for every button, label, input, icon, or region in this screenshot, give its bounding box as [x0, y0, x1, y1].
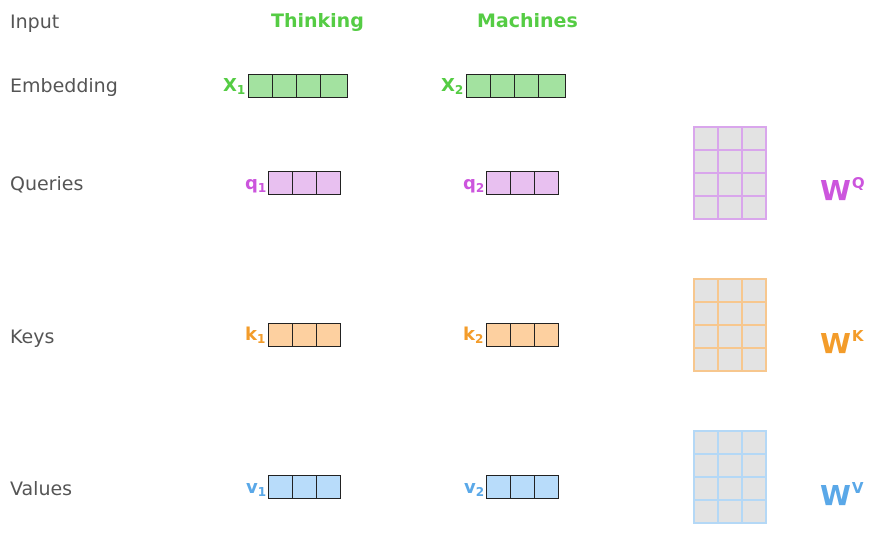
matrix-cell: [719, 128, 741, 149]
query-label-1: q1: [245, 173, 267, 195]
matrix-cell: [695, 432, 717, 453]
vector-cell: [268, 475, 293, 499]
matrix-cell: [743, 197, 765, 218]
row-label-queries: Queries: [10, 173, 84, 195]
vector-cell: [320, 74, 348, 98]
matrix-cell: [719, 151, 741, 172]
matrix-cell: [743, 349, 765, 370]
matrix-cell: [743, 326, 765, 347]
key-vector-1: [268, 323, 341, 347]
embedding-vector-1: [248, 74, 348, 98]
value-weight-matrix: [693, 430, 767, 524]
vector-cell: [486, 171, 511, 195]
query-vector-2: [486, 171, 559, 195]
matrix-cell: [695, 303, 717, 324]
value-vector-2: [486, 475, 559, 499]
matrix-cell: [719, 432, 741, 453]
vector-cell: [514, 74, 539, 98]
vector-cell: [534, 323, 559, 347]
vector-cell: [490, 74, 515, 98]
input-word-2: Machines: [477, 10, 578, 32]
embedding-vector-2: [466, 74, 566, 98]
row-label-keys: Keys: [10, 326, 55, 348]
vector-cell: [296, 74, 321, 98]
row-label-input: Input: [10, 11, 60, 33]
vector-cell: [292, 323, 317, 347]
matrix-cell: [743, 128, 765, 149]
input-word-1: Thinking: [271, 10, 364, 32]
vector-cell: [292, 171, 317, 195]
matrix-cell: [695, 280, 717, 301]
matrix-cell: [743, 174, 765, 195]
row-label-embedding: Embedding: [10, 75, 118, 97]
matrix-cell: [695, 151, 717, 172]
matrix-cell: [695, 349, 717, 370]
embedding-label-2: X2: [441, 75, 464, 97]
matrix-cell: [743, 151, 765, 172]
value-label-1: v1: [246, 477, 267, 499]
matrix-cell: [743, 303, 765, 324]
key-label-2: k2: [463, 324, 484, 346]
matrix-cell: [719, 326, 741, 347]
vector-cell: [272, 74, 297, 98]
vector-cell: [466, 74, 491, 98]
value-vector-1: [268, 475, 341, 499]
matrix-cell: [695, 174, 717, 195]
vector-cell: [292, 475, 317, 499]
matrix-cell: [719, 280, 741, 301]
query-label-2: q2: [463, 173, 485, 195]
matrix-cell: [719, 478, 741, 499]
matrix-cell: [719, 197, 741, 218]
row-label-values: Values: [10, 478, 73, 500]
key-label-1: k1: [245, 324, 266, 346]
vector-cell: [486, 475, 511, 499]
matrix-cell: [719, 174, 741, 195]
matrix-cell: [743, 280, 765, 301]
matrix-cell: [695, 326, 717, 347]
matrix-cell: [719, 455, 741, 476]
matrix-cell: [695, 455, 717, 476]
vector-cell: [486, 323, 511, 347]
vector-cell: [316, 475, 341, 499]
matrix-cell: [719, 349, 741, 370]
value-label-2: v2: [464, 477, 485, 499]
matrix-cell: [695, 197, 717, 218]
vector-cell: [316, 323, 341, 347]
key-weight-label: WK: [820, 327, 864, 360]
embedding-label-1: X1: [223, 75, 246, 97]
matrix-cell: [743, 501, 765, 522]
vector-cell: [316, 171, 341, 195]
matrix-cell: [695, 128, 717, 149]
matrix-cell: [695, 478, 717, 499]
matrix-cell: [719, 303, 741, 324]
vector-cell: [268, 323, 293, 347]
query-weight-label: WQ: [820, 174, 865, 207]
query-vector-1: [268, 171, 341, 195]
vector-cell: [510, 475, 535, 499]
key-vector-2: [486, 323, 559, 347]
vector-cell: [510, 171, 535, 195]
matrix-cell: [743, 455, 765, 476]
matrix-cell: [743, 432, 765, 453]
matrix-cell: [695, 501, 717, 522]
query-weight-matrix: [693, 126, 767, 220]
vector-cell: [248, 74, 273, 98]
matrix-cell: [743, 478, 765, 499]
key-weight-matrix: [693, 278, 767, 372]
matrix-cell: [719, 501, 741, 522]
vector-cell: [510, 323, 535, 347]
vector-cell: [538, 74, 566, 98]
vector-cell: [534, 171, 559, 195]
vector-cell: [268, 171, 293, 195]
vector-cell: [534, 475, 559, 499]
value-weight-label: WV: [820, 479, 864, 512]
